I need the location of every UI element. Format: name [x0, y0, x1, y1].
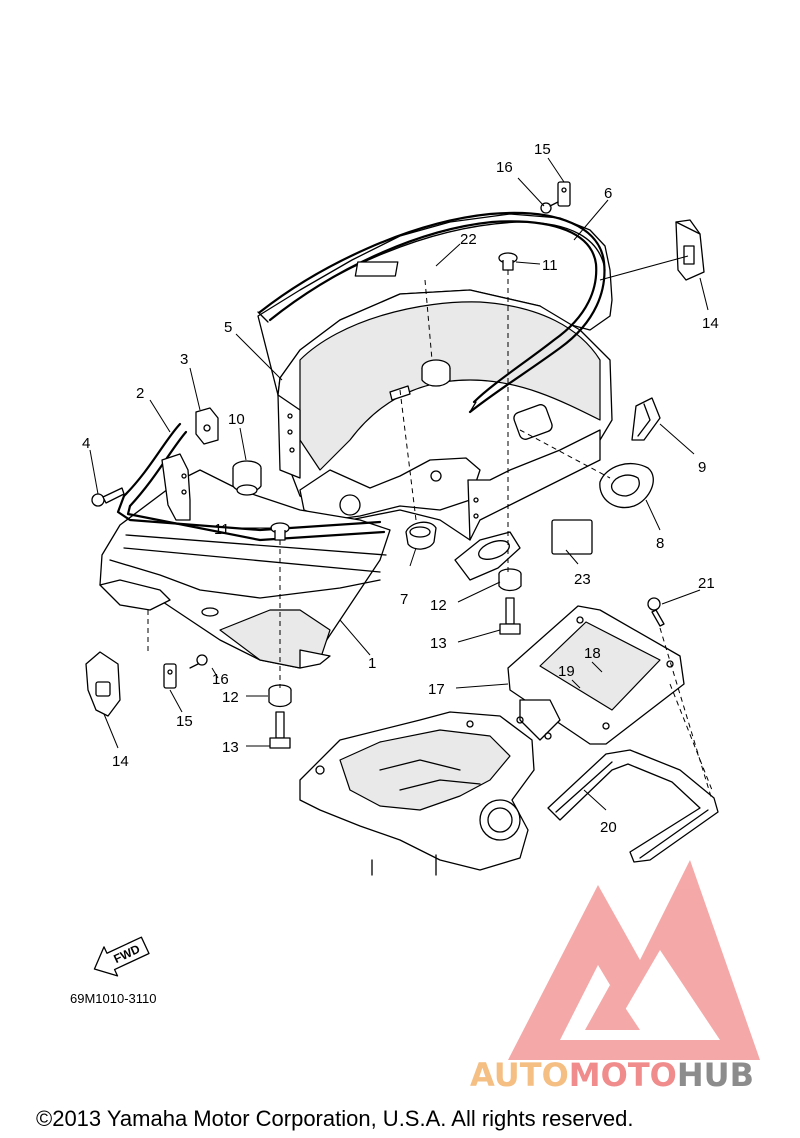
handle-part-20	[547, 749, 719, 863]
callout-12-right: 12	[430, 597, 447, 614]
callout-11-right: 11	[542, 257, 558, 274]
callout-1: 1	[368, 655, 376, 672]
callout-15-top: 15	[534, 141, 551, 158]
plate-part-15-bottom	[163, 663, 177, 689]
cowling-seal-strip	[257, 211, 606, 414]
watermark-text: AUTOMOTOHUB	[470, 1056, 754, 1094]
mount-part-12-right	[498, 568, 522, 592]
callout-8: 8	[656, 535, 664, 552]
callout-21: 21	[698, 575, 715, 592]
callout-9: 9	[698, 459, 706, 476]
callout-3: 3	[180, 351, 188, 368]
callout-16-bottom: 16	[212, 671, 229, 688]
screw-part-16-bottom	[189, 654, 208, 669]
screw-part-16-top	[540, 201, 559, 214]
callout-11-left: 11	[214, 521, 230, 538]
grommet-part-8	[599, 463, 654, 509]
latch-part-14-top	[675, 219, 705, 281]
automotohub-logo-icon	[508, 860, 760, 1060]
callout-14-top: 14	[702, 315, 719, 332]
bolt-part-11-left	[270, 522, 290, 541]
callout-13-right: 13	[430, 635, 447, 652]
cowling-bracket	[161, 453, 191, 521]
callout-12-left: 12	[222, 689, 239, 706]
callout-13-left: 13	[222, 739, 239, 756]
label-part-23	[551, 519, 593, 555]
callout-14-bottom: 14	[112, 753, 129, 770]
callout-leaders	[89, 157, 709, 811]
callout-10: 10	[228, 411, 245, 428]
latch-part-14-bottom	[85, 651, 121, 717]
plate-part-15-top	[557, 181, 571, 207]
callout-6: 6	[604, 185, 612, 202]
callout-20: 20	[600, 819, 617, 836]
bracket-plate-part-17	[507, 605, 685, 745]
grommet-part-7	[405, 521, 437, 550]
mount-part-12-left	[268, 684, 292, 708]
callout-7: 7	[400, 591, 408, 608]
callout-15-bottom: 15	[176, 713, 193, 730]
callout-5: 5	[224, 319, 232, 336]
callout-22: 22	[460, 231, 477, 248]
seal-part-9	[631, 397, 661, 441]
grommet-part-10	[232, 460, 262, 496]
callout-numbers: 1 2 3 4 5 6 7 8 9 10 11 11 12 12 13 13 1…	[82, 141, 719, 836]
callout-17: 17	[428, 681, 445, 698]
callout-4: 4	[82, 435, 90, 452]
watermark-auto: AUTO	[470, 1056, 569, 1094]
copyright-text: ©2013 Yamaha Motor Corporation, U.S.A. A…	[36, 1106, 633, 1131]
label-part-22	[354, 261, 399, 277]
bolt-part-13-right	[499, 597, 521, 635]
callout-18: 18	[584, 645, 601, 662]
clip-part-3	[195, 407, 219, 445]
exhaust-guide-casting	[299, 711, 535, 876]
top-cowling	[257, 213, 613, 581]
bolt-part-13-left	[269, 711, 291, 749]
forward-arrow-icon: FWD	[93, 936, 150, 977]
diagram-code: 69M1010-3110	[70, 991, 157, 1006]
watermark-hub: HUB	[677, 1056, 754, 1094]
callout-16-top: 16	[496, 159, 513, 176]
screw-part-4	[91, 487, 125, 507]
callout-23: 23	[574, 571, 591, 588]
watermark-moto: MOTO	[569, 1056, 677, 1094]
callout-2: 2	[136, 385, 144, 402]
callout-19: 19	[558, 663, 575, 680]
bottom-cowling	[99, 469, 391, 669]
screw-part-21	[647, 597, 665, 627]
